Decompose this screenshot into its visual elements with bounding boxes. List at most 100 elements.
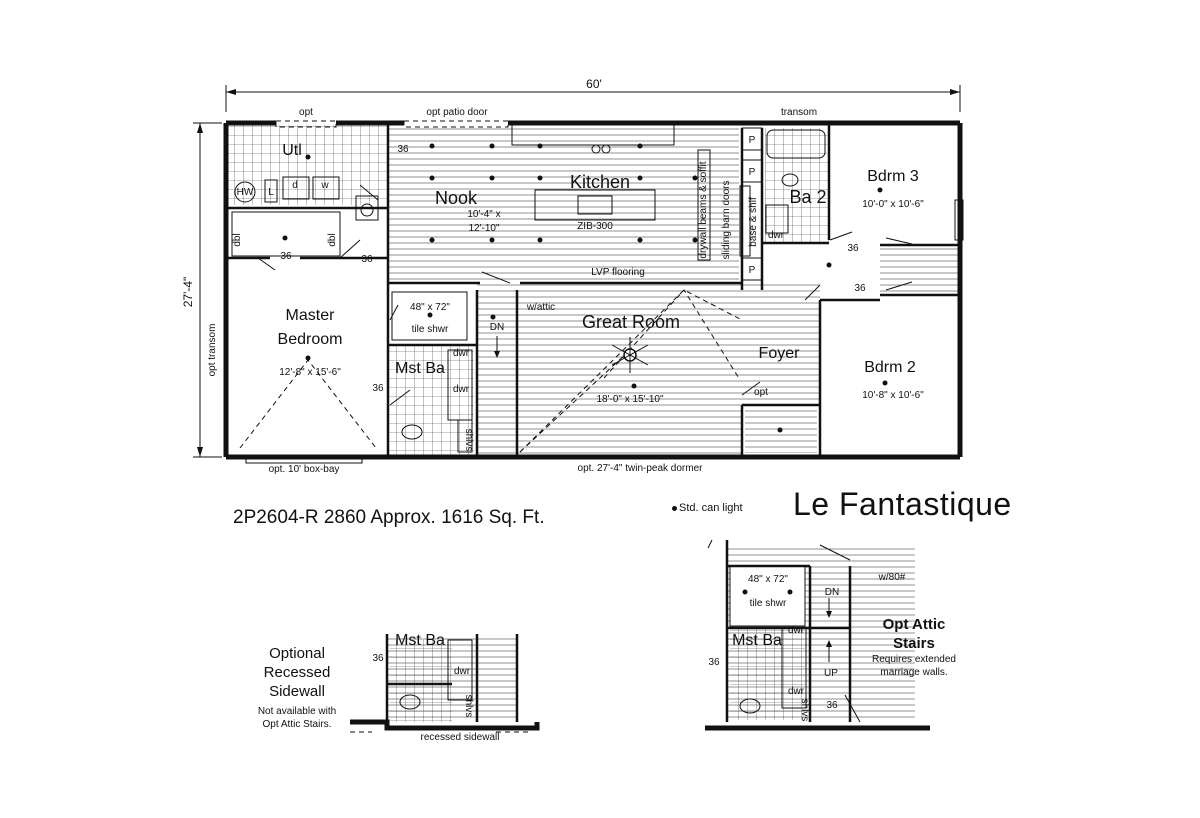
inset-dwr: dwr [454,666,471,677]
kitchen-cabinets [511,124,763,281]
master-bedroom-label-2: Bedroom [278,331,343,348]
ceiling-fan-icon [611,337,649,373]
door-swings [257,184,913,406]
attic-note-1: Requires extended [872,654,956,665]
inset-master-bath-label: Mst Ba [395,632,445,649]
dbl-right-label: dbl [327,233,338,246]
master-bath-dwr-1: dwr [453,348,470,359]
master-bath-tile [389,345,474,455]
inset-shelves: shlvs [463,695,474,718]
dryer-label: d [292,180,298,191]
pantry-label-1: P [749,135,756,146]
depth-dimension [193,122,222,458]
model-number-line: 2P2604-R 2860 Approx. 1616 Sq. Ft. [233,507,545,528]
overall-width-label: 60' [586,77,602,91]
utility-fixtures [234,176,379,221]
kitchen-label: Kitchen [570,172,630,192]
attic-door-36b: 36 [826,700,838,711]
attic-w80-label: w/80# [878,572,906,583]
stairs-arrowhead [494,351,500,358]
utility-label: Utl [282,142,302,159]
master-bath-door-36: 36 [372,383,384,394]
attic-stairs-option: Opt Attic Stairs Requires extended marri… [862,615,966,679]
attic-down-label: DN [825,587,839,598]
stairs-down-label: DN [490,322,504,333]
transom-label: transom [781,107,817,118]
master-bath-label: Mst Ba [395,360,445,377]
master-closet-door-36: 36 [280,251,292,262]
box-bay-label: opt. 10' box-bay [269,464,340,475]
bedroom3-size: 10'-0" x 10'-6" [862,199,924,210]
nook-size-2: 12'-10" [468,223,499,234]
can-lights [282,143,888,433]
pantry-label-2: P [749,167,756,178]
opt-patio-door-label: opt patio door [426,107,488,118]
master-bedroom-size: 12'-8" x 15'-6" [279,367,341,378]
legend: Std. can light [672,502,743,514]
washer-label: w [320,180,329,191]
bath2-label: Ba 2 [789,187,826,207]
attic-note-2: marriage walls. [880,667,948,678]
width-dimension [225,85,961,112]
recessed-sidewall-option: Optional Recessed Sidewall Not available… [238,644,356,731]
dormer-label: opt. 27'-4" twin-peak dormer [578,463,704,474]
bedroom3-door-36: 36 [847,243,859,254]
with-attic-label: w/attic [526,302,555,313]
foyer-label: Foyer [759,345,801,362]
can-light-icon [672,505,677,511]
nook-label: Nook [435,188,478,208]
attic-title-1: Opt Attic [882,616,946,633]
bedroom2-label: Bdrm 2 [864,359,916,376]
box-bay-outline [245,456,363,464]
home-name: Le Fantastique [793,486,1012,522]
great-room-label: Great Room [582,312,680,332]
attic-dwr-1: dwr [788,625,805,636]
attic-up-label: UP [824,668,838,679]
nook-door-36: 36 [397,144,409,155]
opt-window-label: opt [299,107,313,118]
master-closet [231,211,341,257]
attic-shelves: shlvs [799,699,810,722]
great-room-size: 18'-0" x 15'-10" [596,394,664,405]
bedroom-hall-flooring [880,245,958,295]
overall-depth-label: 27'-4" [181,277,195,308]
linen-label: L [268,187,274,198]
attic-shower-size: 48" x 72" [748,574,788,585]
opt-transom-label: opt transom [207,324,218,377]
recessed-title-1: Optional [269,645,325,662]
lvp-flooring-label: LVP flooring [591,267,645,278]
hall-flooring [477,283,517,455]
shower-size-label: 48" x 72" [410,302,450,313]
attic-door-36: 36 [708,657,720,668]
master-bath-shelves: shlvs [463,429,474,452]
recessed-note-1: Not available with [257,706,337,717]
master-bath-dwr-2: dwr [453,384,470,395]
dbl-left-label: dbl [232,233,243,246]
attic-stairs-inset [705,539,930,731]
foyer-flooring [742,283,820,403]
interior-walls [228,125,958,455]
water-heater-label: HW [237,187,254,198]
bedroom2-door-36: 36 [854,283,866,294]
recessed-note-2: Opt Attic Stairs. [262,719,332,730]
foyer-opt-label: opt [754,387,768,398]
recessed-sidewall-caption: recessed sidewall [421,732,500,743]
master-door-36: 36 [361,254,373,265]
legend-label: Std. can light [679,502,743,514]
pantry-label-3: P [749,265,756,276]
recessed-title-3: Sidewall [269,683,325,700]
recessed-title-2: Recessed [263,664,331,681]
shower-type-label: tile shwr [412,324,449,335]
attic-title-2: Stairs [893,635,935,652]
attic-shower-type: tile shwr [750,598,787,609]
base-shelf-label: base & shlf [748,197,759,247]
inset-door-36: 36 [372,653,384,664]
kitchen-nook-flooring [389,125,739,283]
drywall-beams-label: drywall beams & soffit [698,161,709,258]
recessed-sidewall-inset [350,634,540,733]
master-bedroom-label: Master [286,307,336,324]
sliding-barn-doors-label: sliding barn doors [721,181,732,260]
bedroom2-size: 10'-8" x 10'-6" [862,390,924,401]
island-model-label: ZIB-300 [577,221,613,232]
